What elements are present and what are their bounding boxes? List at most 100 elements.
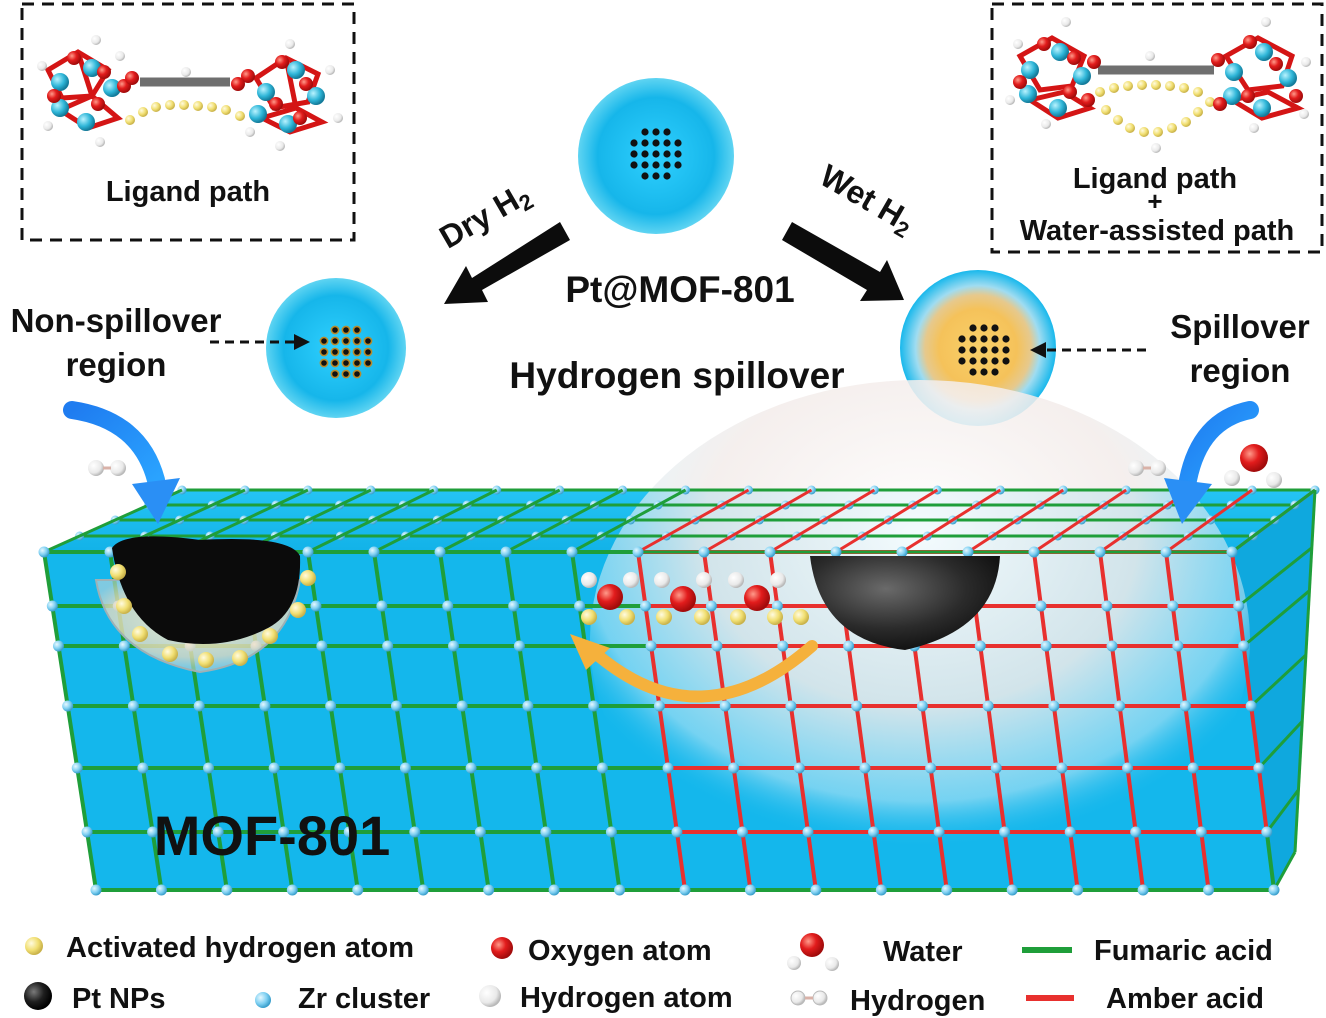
wet-h2-label: Wet H2: [812, 157, 921, 243]
zr-node: [221, 884, 233, 896]
dry-h2-arrow: [444, 222, 570, 304]
zr-node: [1167, 600, 1179, 612]
zr-node: [705, 600, 717, 612]
zr-node: [118, 640, 130, 652]
zr-node: [802, 826, 814, 838]
water-molecule-right: [1224, 444, 1282, 488]
mof-lattice: [38, 485, 1320, 896]
zr-node: [465, 762, 477, 774]
legend-zr-cluster: Zr cluster: [255, 983, 430, 1015]
zr-node: [442, 600, 454, 612]
zr-node: [1195, 826, 1207, 838]
zr-node: [203, 762, 215, 774]
left-incoming-arrow: [63, 401, 180, 524]
molecule-left: [37, 35, 343, 151]
zr-node: [127, 700, 139, 712]
zr-node: [259, 700, 271, 712]
inset-left-caption: Ligand path: [106, 176, 270, 208]
zr-node: [1101, 600, 1113, 612]
svg-text:Activated hydrogen atom: Activated hydrogen atom: [66, 932, 414, 964]
zr-node: [286, 884, 298, 896]
zr-node: [933, 826, 945, 838]
non-spillover-pointer: [210, 334, 310, 350]
zr-node: [764, 546, 776, 558]
zr-node: [456, 700, 468, 712]
spillover-pointer: [1030, 342, 1146, 358]
mof801-label: MOF-801: [154, 804, 391, 867]
zr-node: [508, 600, 520, 612]
zr-node: [38, 546, 50, 558]
zr-node: [990, 762, 1002, 774]
zr-node: [999, 826, 1011, 838]
zr-node: [390, 700, 402, 712]
svg-text:Fumaric acid: Fumaric acid: [1094, 935, 1273, 967]
zr-node: [1056, 762, 1068, 774]
zr-node: [1028, 546, 1040, 558]
h2-molecule-left: [88, 460, 126, 476]
zr-node: [1064, 826, 1076, 838]
zr-node: [417, 884, 429, 896]
zr-node: [810, 884, 822, 896]
zr-node: [736, 826, 748, 838]
zr-node: [147, 826, 159, 838]
inset-water-assisted-path: Ligand path + Water-assisted path: [990, 2, 1324, 254]
zr-node: [1072, 884, 1084, 896]
zr-node: [719, 700, 731, 712]
hydrogen-atom-swatch: [479, 985, 501, 1007]
zr-node: [382, 640, 394, 652]
right-pt-particle: [810, 556, 1000, 650]
legend-hydrogen: Hydrogen: [790, 985, 985, 1017]
zr-node: [859, 762, 871, 774]
zr-node: [137, 762, 149, 774]
h2-molecule-right: [1128, 460, 1166, 476]
zr-node: [409, 826, 421, 838]
svg-text:Amber acid: Amber acid: [1106, 983, 1264, 1015]
inset-ligand-path: Ligand path: [20, 2, 356, 242]
legend-pt-nps: Pt NPs: [24, 982, 165, 1015]
zr-node: [334, 762, 346, 774]
non-spillover-region-label: region: [66, 346, 167, 383]
spillover-migration: [570, 572, 818, 703]
zr-node: [771, 600, 783, 612]
svg-text:Zr cluster: Zr cluster: [298, 983, 430, 1015]
legend-fumaric: Fumaric acid: [1022, 935, 1273, 967]
legend-oxygen: Oxygen atom: [491, 935, 712, 967]
zr-node: [513, 640, 525, 652]
svg-text:Pt NPs: Pt NPs: [72, 983, 165, 1015]
zr-node: [698, 546, 710, 558]
inset-right-plus: +: [1147, 186, 1162, 216]
zr-node: [974, 640, 986, 652]
zr-node: [268, 762, 280, 774]
zr-node: [614, 884, 626, 896]
zr-cluster-swatch: [255, 992, 271, 1008]
pt-nanoparticle-cluster: [630, 128, 682, 180]
zr-node: [90, 884, 102, 896]
zr-node: [302, 546, 314, 558]
zr-node: [982, 700, 994, 712]
zr-node: [662, 762, 674, 774]
zr-node: [843, 640, 855, 652]
pt-nanoparticle-cluster-dry: [319, 325, 373, 379]
zr-node: [1048, 700, 1060, 712]
zr-node: [1187, 762, 1199, 774]
process-label: Hydrogen spillover: [509, 355, 844, 396]
zr-node: [352, 884, 364, 896]
zr-node: [540, 826, 552, 838]
svg-text:Hydrogen atom: Hydrogen atom: [520, 982, 733, 1014]
zr-node: [500, 546, 512, 558]
zr-node: [925, 762, 937, 774]
svg-text:Hydrogen: Hydrogen: [850, 985, 985, 1017]
legend-water: Water: [787, 933, 963, 971]
zr-node: [399, 762, 411, 774]
zr-node: [1006, 884, 1018, 896]
right-incoming-arrow: [1164, 401, 1259, 524]
zr-node: [1172, 640, 1184, 652]
zr-node: [448, 640, 460, 652]
inset-right-caption-line2: Water-assisted path: [1020, 215, 1295, 247]
inset-right-caption-line1: Ligand path: [1073, 163, 1237, 195]
legend: Activated hydrogen atom Oxygen atom Wate…: [24, 932, 1273, 1017]
zr-node: [1130, 826, 1142, 838]
zr-node: [212, 826, 224, 838]
zr-node: [1245, 700, 1257, 712]
zr-node: [1040, 640, 1052, 652]
